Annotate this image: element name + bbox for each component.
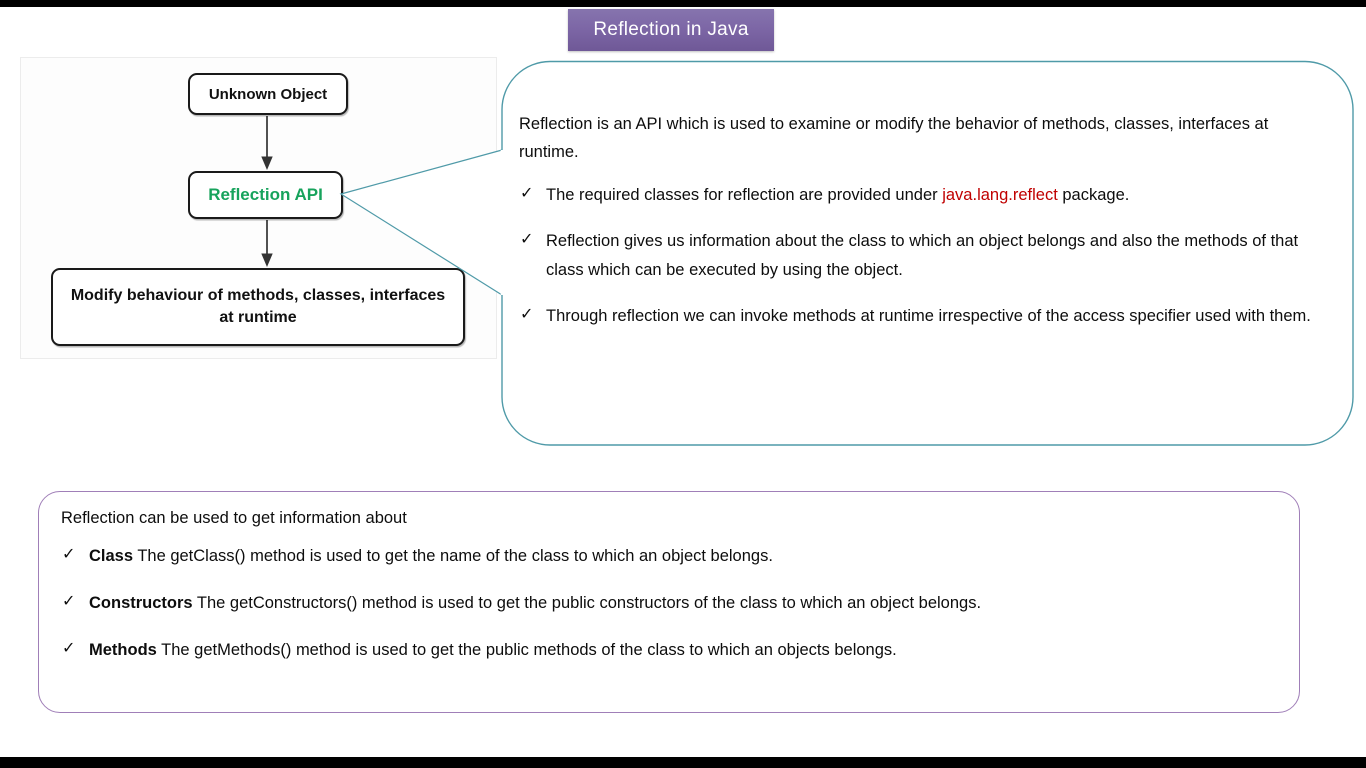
bottom-bullet-class: ✓ Class The getClass() method is used to … — [61, 542, 1277, 570]
callout-lead-text: Reflection is an API which is used to ex… — [519, 115, 1269, 162]
bottom-bullet-class-term: Class — [89, 547, 134, 566]
bottom-bullet-constructors-text: The getConstructors() method is used to … — [192, 594, 982, 613]
flow-box-reflection-api: Reflection API — [188, 171, 343, 219]
flow-box-modify-behaviour-label: Modify behaviour of methods, classes, in… — [70, 287, 446, 326]
bottom-bullet-class-text: The getClass() method is used to get the… — [133, 547, 773, 566]
bottom-bullet-methods: ✓ Methods The getMethods() method is used… — [61, 636, 1277, 664]
flowchart-image: Unknown Object Reflection API Modify beh… — [20, 57, 497, 359]
callout-bullet-1-highlight: java.lang.reflect — [942, 185, 1058, 204]
flow-box-unknown-object: Unknown Object — [188, 73, 348, 115]
checkmark-icon: ✓ — [520, 231, 534, 249]
flow-box-modify-behaviour: Modify behaviour of methods, classes, in… — [51, 268, 465, 346]
page-title: Reflection in Java — [593, 19, 749, 40]
flowchart-arrows — [261, 116, 273, 267]
callout-text-block: Reflection is an API which is used to ex… — [519, 110, 1329, 330]
reflection-usage-panel: Reflection can be used to get informatio… — [38, 491, 1300, 713]
callout-bullet-1-post: package. — [1057, 185, 1130, 204]
callout-bullet-3: ✓ Through reflection we can invoke method… — [519, 302, 1329, 330]
callout-bullet-2-text: Reflection gives us information about th… — [546, 232, 1299, 279]
callout-bullet-2: ✓ Reflection gives us information about t… — [519, 227, 1329, 284]
bottom-panel-lead: Reflection can be used to get informatio… — [61, 509, 407, 527]
flow-box-unknown-object-label: Unknown Object — [208, 85, 328, 103]
flow-box-reflection-api-label: Reflection API — [208, 185, 323, 204]
callout-bullet-1-pre: The required classes for reflection are … — [546, 185, 943, 204]
checkmark-icon: ✓ — [62, 546, 76, 564]
checkmark-icon: ✓ — [62, 640, 76, 658]
bottom-bullet-constructors: ✓ Constructors The getConstructors() meth… — [61, 589, 1277, 617]
checkmark-icon: ✓ — [520, 305, 534, 323]
callout-bullet-3-text: Through reflection we can invoke methods… — [546, 306, 1311, 325]
callout-bullet-1: ✓ The required classes for reflection are… — [519, 181, 1329, 209]
slide-title-banner: Reflection in Java — [568, 9, 774, 51]
checkmark-icon: ✓ — [520, 184, 534, 202]
bottom-bullet-methods-term: Methods — [89, 641, 157, 660]
letterbox-top — [0, 0, 1366, 7]
letterbox-bottom — [0, 757, 1366, 768]
checkmark-icon: ✓ — [62, 593, 76, 611]
bottom-bullet-constructors-term: Constructors — [89, 594, 193, 613]
bottom-bullet-methods-text: The getMethods() method is used to get t… — [156, 641, 897, 660]
